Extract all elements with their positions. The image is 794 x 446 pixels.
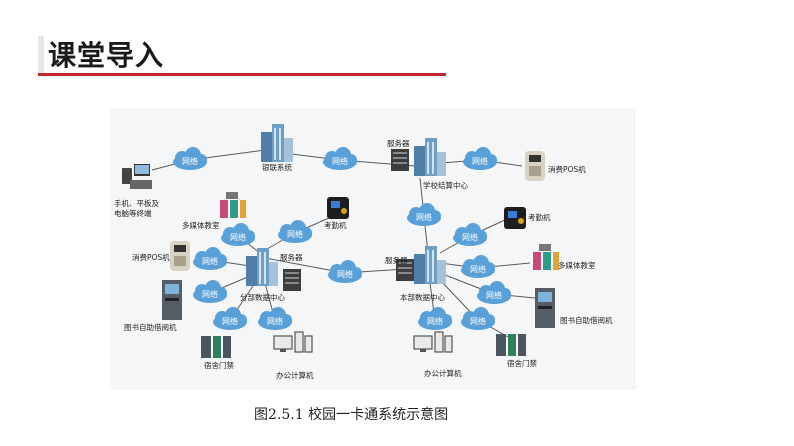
svg-text:网络: 网络 — [470, 316, 486, 326]
figure-caption: 图2.5.1 校园一卡通系统示意图 — [254, 407, 449, 423]
svg-text:网络: 网络 — [416, 212, 432, 222]
svg-text:网络: 网络 — [202, 289, 218, 299]
pos-terminal-icon — [170, 241, 190, 271]
dorm-gate-icon — [496, 334, 526, 356]
label-pos: 消费POS机 — [548, 164, 586, 174]
campus-card-diagram: 网络 网络 网络 网络 网络 网络 网络 网络 网络 网络 网络 网络 网络 网… — [110, 108, 636, 390]
svg-text:网络: 网络 — [287, 229, 303, 239]
label-pos-left: 消费POS机 — [132, 252, 170, 262]
library-kiosk-icon — [535, 288, 555, 328]
label-office-left: 办公计算机 — [276, 370, 314, 380]
label-library-left: 图书自助借阅机 — [124, 322, 177, 332]
svg-text:网络: 网络 — [472, 156, 488, 166]
server-icon — [391, 149, 409, 171]
label-mobile-line2: 电脑等终端 — [114, 208, 152, 218]
svg-text:网络: 网络 — [222, 316, 238, 326]
label-multimedia-right: 多媒体教室 — [558, 260, 596, 270]
network-clouds — [173, 147, 511, 330]
label-dorm-right: 宿舍门禁 — [507, 358, 537, 368]
cloud-labels: 网络 网络 网络 网络 网络 网络 网络 网络 网络 网络 网络 网络 网络 网… — [182, 156, 502, 326]
label-main-center: 本部数据中心 — [400, 292, 445, 302]
svg-text:网络: 网络 — [202, 256, 218, 266]
svg-text:网络: 网络 — [267, 316, 283, 326]
svg-text:网络: 网络 — [332, 156, 348, 166]
label-attendance-right: 考勤机 — [528, 212, 551, 222]
svg-text:网络: 网络 — [486, 290, 502, 300]
dorm-gate-icon — [201, 336, 231, 358]
label-multimedia: 多媒体教室 — [182, 220, 220, 230]
title-marker — [38, 36, 44, 76]
svg-text:网络: 网络 — [182, 156, 198, 166]
school-center-building-icon — [414, 138, 446, 176]
label-library-right: 图书自助借阅机 — [560, 315, 613, 325]
svg-text:网络: 网络 — [470, 264, 486, 274]
label-server-branch: 服务器 — [280, 252, 303, 262]
title-underline — [38, 73, 446, 76]
svg-text:网络: 网络 — [462, 232, 478, 242]
node-labels: 银联系统 服务器 学校结算中心 消费POS机 手机、平板及 电脑等终端 多媒体教… — [114, 138, 613, 380]
main-data-center-icon — [414, 246, 446, 284]
label-branch-center: 分部数据中心 — [240, 292, 285, 302]
bank-building-icon — [261, 124, 293, 162]
office-computer-icon — [273, 331, 313, 353]
office-computer-icon — [413, 331, 453, 353]
pos-terminal-icon — [525, 151, 545, 181]
server-icon — [283, 269, 301, 291]
mobile-terminal-icon — [122, 164, 152, 189]
label-school-center: 学校结算中心 — [423, 180, 468, 190]
label-dorm-left: 宿舍门禁 — [204, 360, 234, 370]
svg-text:网络: 网络 — [427, 316, 443, 326]
branch-data-center-icon — [246, 248, 278, 286]
attendance-machine-icon — [327, 197, 349, 219]
label-bank: 银联系统 — [262, 162, 292, 172]
label-server-main: 服务器 — [385, 255, 408, 265]
slide-title: 课堂导入 — [48, 39, 165, 72]
attendance-machine-icon — [504, 207, 526, 229]
library-kiosk-icon — [162, 280, 182, 320]
multimedia-room-icon — [220, 192, 246, 218]
multimedia-room-icon — [533, 244, 559, 270]
svg-text:网络: 网络 — [337, 269, 353, 279]
label-attendance: 考勤机 — [324, 220, 347, 230]
label-server: 服务器 — [387, 138, 410, 148]
label-mobile-line1: 手机、平板及 — [114, 198, 159, 208]
svg-text:网络: 网络 — [230, 232, 246, 242]
label-office-right: 办公计算机 — [424, 368, 462, 378]
